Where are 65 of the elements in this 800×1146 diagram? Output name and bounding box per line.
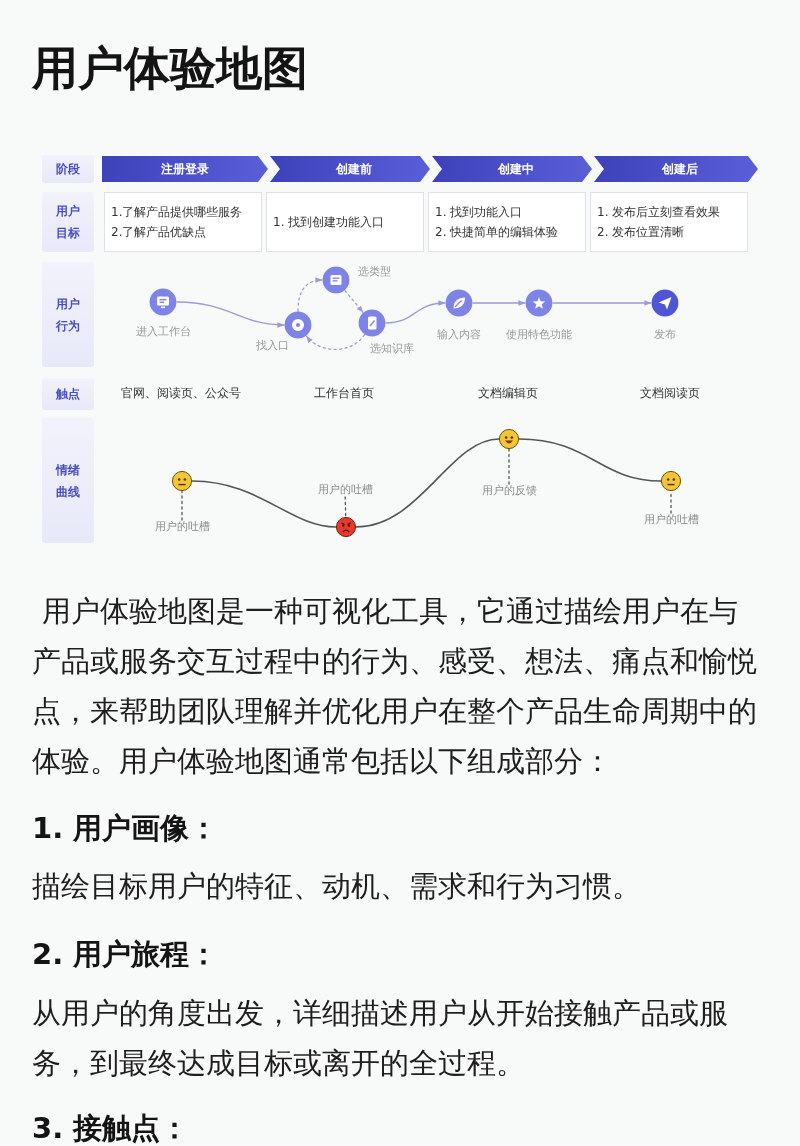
row-header: 触点 xyxy=(42,378,94,410)
body-paragraph: 用户体验地图是一种可视化工具，它通过描绘用户在与产品或服务交互过程中的行为、感受、想法、痛点和愉悦点，来帮助团队理解并优化用户在整个产品生命周期中的体验。用户体验地图通常包括以下组成部分： xyxy=(32,593,758,780)
leader-line xyxy=(508,448,510,485)
touchpoint-text: 文档阅读页 xyxy=(640,385,700,401)
body-paragraph: 描绘目标用户的特征、动机、需求和行为习惯。 xyxy=(32,868,642,905)
row-header: 用户行为 xyxy=(42,262,94,367)
action-caption: 选知识库 xyxy=(370,342,414,356)
angry-face-icon xyxy=(335,516,357,538)
compass-icon xyxy=(283,310,313,340)
goal-text: 1. 发布后立刻查看效果 xyxy=(597,204,721,221)
dotted-arrow xyxy=(344,290,364,313)
action-caption: 使用特色功能 xyxy=(506,328,572,342)
goal-text: 2. 快捷简单的编辑体验 xyxy=(435,224,559,241)
leader-line xyxy=(181,490,183,521)
action-caption: 发布 xyxy=(654,328,676,342)
action-caption: 找入口 xyxy=(255,339,289,353)
touchpoint-text: 文档编辑页 xyxy=(478,385,538,401)
goal-card xyxy=(590,192,748,252)
action-caption: 输入内容 xyxy=(437,328,481,342)
flow-arrow xyxy=(472,300,526,306)
emotion-curve xyxy=(518,438,662,482)
row-header: 情绪曲线 xyxy=(42,418,94,543)
emotion-note: 用户的吐槽 xyxy=(643,513,699,527)
row-header: 用户目标 xyxy=(42,192,94,252)
flow-arrow xyxy=(552,300,652,306)
paper-plane-icon xyxy=(650,288,680,318)
flow-arrow xyxy=(176,301,285,328)
goal-text: 2.了解产品优缺点 xyxy=(111,224,207,241)
file-icon xyxy=(357,308,387,338)
page-title: 用户体验地图 xyxy=(32,40,308,96)
emotion-note: 用户的吐槽 xyxy=(154,520,210,534)
neutral-face-icon xyxy=(660,470,682,492)
neutral-face-icon xyxy=(171,470,193,492)
stage-banner: 创建前 xyxy=(270,156,430,182)
touchpoint-text: 工作台首页 xyxy=(314,385,374,401)
body-paragraph: 从用户的角度出发，详细描述用户从开始接触产品或服务，到最终达成目标或离开的全过程。 xyxy=(32,995,729,1082)
action-caption: 选类型 xyxy=(357,265,391,279)
goal-card xyxy=(104,192,262,252)
goal-card xyxy=(428,192,586,252)
action-caption: 进入工作台 xyxy=(135,325,191,339)
goal-card xyxy=(266,192,424,252)
goal-text: 2. 发布位置清晰 xyxy=(597,224,685,241)
goal-text: 1.了解产品提供哪些服务 xyxy=(111,204,243,221)
document-icon xyxy=(321,265,351,295)
stage-banner: 创建中 xyxy=(432,156,592,182)
dotted-arrow xyxy=(305,334,366,351)
touchpoint-text: 官网、阅读页、公众号 xyxy=(121,385,241,401)
emotion-note: 用户的吐槽 xyxy=(317,483,373,497)
section-heading: 3. 接触点： xyxy=(32,1110,190,1146)
emotion-curve xyxy=(355,438,500,528)
goal-text: 1. 找到功能入口 xyxy=(435,204,523,221)
emotion-note: 用户的反馈 xyxy=(481,484,537,498)
row-header: 阶段 xyxy=(42,155,94,183)
section-heading: 1. 用户画像： xyxy=(32,810,219,846)
screen-icon xyxy=(148,287,178,317)
stage-banner: 注册登录 xyxy=(102,156,268,182)
flow-arrow xyxy=(385,300,446,324)
emotion-curve xyxy=(191,480,337,528)
goal-text: 1. 找到创建功能入口 xyxy=(273,214,385,231)
feather-icon xyxy=(444,288,474,318)
smiling-face-icon xyxy=(498,428,520,450)
dotted-arrow xyxy=(297,277,323,312)
leader-line xyxy=(344,496,347,518)
section-heading: 2. 用户旅程： xyxy=(32,936,219,972)
stage-banner: 创建后 xyxy=(594,156,758,182)
